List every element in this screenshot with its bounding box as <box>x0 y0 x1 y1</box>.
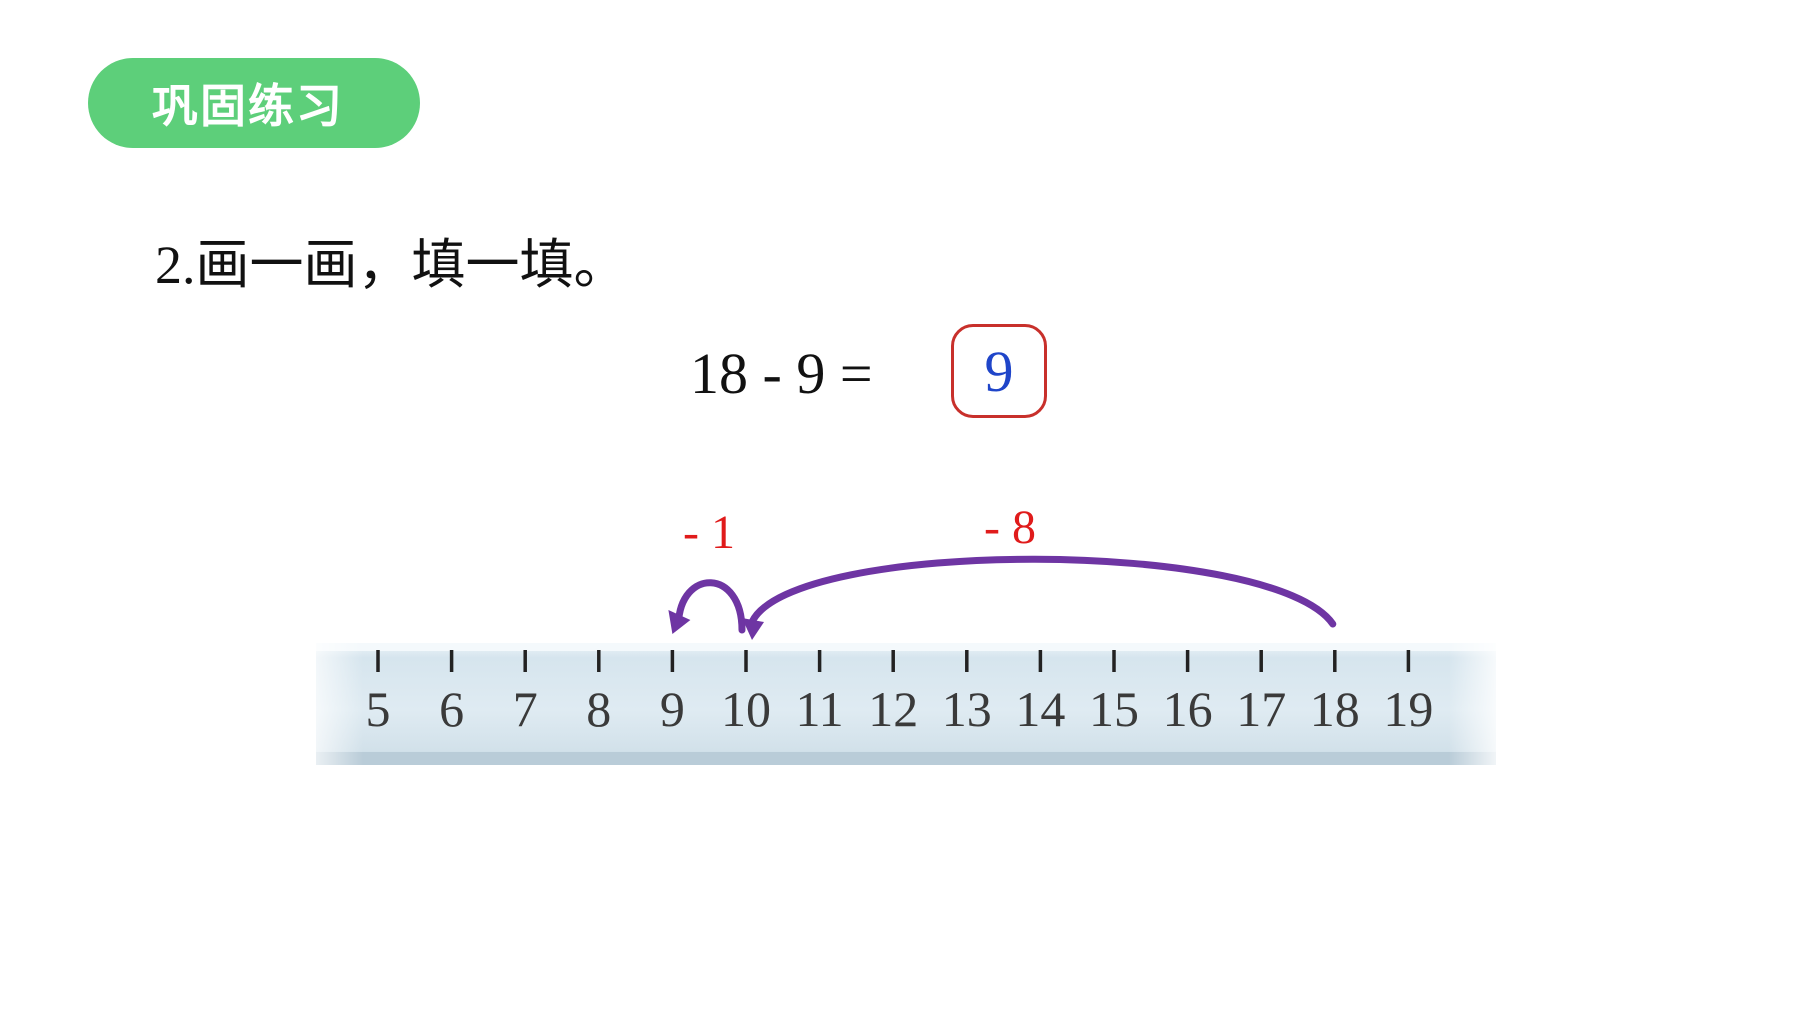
tick-label-5: 5 <box>366 681 391 737</box>
tick-label-12: 12 <box>868 681 918 737</box>
section-badge: 巩固练习 <box>88 58 420 148</box>
answer-value: 9 <box>984 338 1014 404</box>
jump-arc-minus-1 <box>674 579 746 634</box>
tick-label-10: 10 <box>721 681 771 737</box>
tick-label-7: 7 <box>513 681 538 737</box>
tick-label-17: 17 <box>1236 681 1286 737</box>
arrowhead-icon <box>668 610 691 634</box>
jump-arc-minus-8 <box>748 555 1337 628</box>
arrowhead-icon <box>742 618 764 640</box>
tick-label-8: 8 <box>586 681 611 737</box>
tick-label-16: 16 <box>1163 681 1213 737</box>
tick-label-19: 19 <box>1383 681 1433 737</box>
tick-label-15: 15 <box>1089 681 1139 737</box>
arc-group <box>668 555 1337 640</box>
tick-label-11: 11 <box>796 681 844 737</box>
step-label-minus-8: - 8 <box>984 501 1036 554</box>
answer-box: 9 <box>951 324 1047 418</box>
tick-label-18: 18 <box>1310 681 1360 737</box>
step-label-minus-1: - 1 <box>683 506 735 559</box>
tick-label-9: 9 <box>660 681 685 737</box>
ruler-edge-fade <box>316 643 1496 765</box>
tick-label-13: 13 <box>942 681 992 737</box>
equation: 18 - 9 = <box>690 341 873 406</box>
tick-label-14: 14 <box>1015 681 1065 737</box>
section-badge-label: 巩固练习 <box>152 79 344 133</box>
ruler <box>316 643 1496 765</box>
tick-label-6: 6 <box>439 681 464 737</box>
question-title: 2.画一画，填一填。 <box>155 235 628 295</box>
